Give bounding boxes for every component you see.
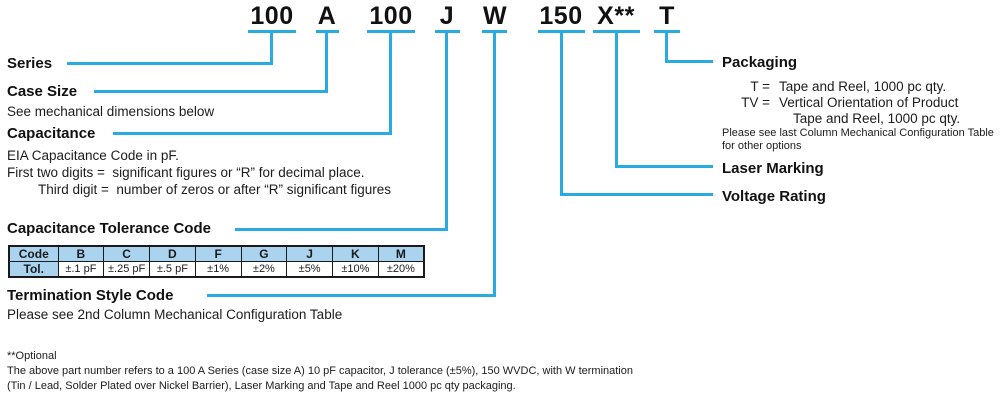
tolerance-value-g: ±2% — [240, 261, 288, 278]
laser-marking-connector-horizontal — [615, 165, 713, 168]
part-code-case-size: A — [317, 2, 337, 30]
packaging-option-t-code: T = — [750, 79, 770, 94]
tolerance-table: Code B C D F G J K M Tol. ±.1 pF ±.25 pF… — [8, 245, 425, 278]
tolerance-table-value-row: Tol. ±.1 pF ±.25 pF ±.5 pF ±1% ±2% ±5% ±… — [8, 261, 425, 278]
capacitance-label: Capacitance — [7, 125, 96, 142]
packaging-connector-vertical — [665, 30, 668, 63]
tolerance-value-j: ±5% — [286, 261, 333, 278]
part-code-tolerance: J — [439, 2, 455, 30]
part-code-capacitance: 100 — [369, 2, 413, 30]
footnote-line-2: (Tin / Lead, Solder Plated over Nickel B… — [7, 380, 516, 392]
capacitance-note-1: EIA Capacitance Code in pF. — [7, 148, 179, 163]
tolerance-connector-horizontal — [235, 228, 448, 231]
tolerance-value-d: ±.5 pF — [149, 261, 196, 278]
tolerance-connector-vertical — [445, 30, 448, 231]
part-code-termination: W — [482, 2, 508, 30]
case-size-connector-vertical — [325, 30, 328, 93]
case-size-label: Case Size — [7, 83, 78, 100]
tolerance-table-header-j: J — [286, 245, 333, 262]
packaging-connector-horizontal — [665, 60, 713, 63]
capacitance-connector-horizontal — [113, 132, 392, 135]
voltage-connector-horizontal — [560, 193, 713, 196]
laser-marking-connector-vertical — [615, 30, 618, 168]
packaging-option-t: T = Tape and Reel, 1000 pc qty. — [722, 79, 960, 95]
termination-style-label: Termination Style Code — [7, 287, 174, 304]
packaging-option-tv-code: TV = — [741, 95, 770, 110]
part-code-packaging: T — [659, 2, 675, 30]
packaging-note-1: Please see last Column Mechanical Config… — [722, 127, 994, 139]
tolerance-table-header-d: D — [149, 245, 196, 262]
tolerance-table-header-m: M — [377, 245, 425, 262]
part-code-laser-marking: X** — [597, 2, 635, 30]
case-size-note: See mechanical dimensions below — [7, 104, 215, 119]
laser-marking-label: Laser Marking — [722, 160, 824, 177]
part-code-voltage: 150 — [539, 2, 583, 30]
capacitance-note-3: Third digit = number of zeros or after “… — [38, 182, 392, 197]
voltage-connector-vertical — [560, 30, 563, 196]
tolerance-table-header-c: C — [103, 245, 150, 262]
tolerance-table-header-b: B — [57, 245, 105, 262]
tolerance-table-header-k: K — [332, 245, 379, 262]
tolerance-table-header-f: F — [194, 245, 242, 262]
voltage-rating-label: Voltage Rating — [722, 188, 826, 205]
footnote-optional: **Optional — [7, 350, 57, 362]
tolerance-value-f: ±1% — [194, 261, 242, 278]
tolerance-table-header-code: Code — [8, 245, 59, 262]
tolerance-value-k: ±10% — [332, 261, 379, 278]
tolerance-value-m: ±20% — [377, 261, 425, 278]
termination-style-note: Please see 2nd Column Mechanical Configu… — [7, 307, 343, 322]
tolerance-table-header-row: Code B C D F G J K M — [8, 245, 425, 262]
series-connector-vertical — [270, 30, 273, 65]
capacitance-tolerance-label: Capacitance Tolerance Code — [7, 220, 211, 237]
termination-connector-vertical — [493, 30, 496, 297]
packaging-label: Packaging — [722, 54, 798, 71]
termination-connector-horizontal — [207, 294, 496, 297]
tolerance-value-c: ±.25 pF — [103, 261, 150, 278]
packaging-options: T = Tape and Reel, 1000 pc qty. TV = Ver… — [722, 79, 960, 127]
packaging-note-2: for other options — [722, 140, 802, 152]
packaging-option-tv-continued: Tape and Reel, 1000 pc qty. — [793, 111, 961, 126]
case-size-connector-horizontal — [94, 90, 328, 93]
capacitance-connector-vertical — [389, 30, 392, 135]
packaging-option-tv: TV = Vertical Orientation of Product — [722, 95, 960, 111]
series-connector-horizontal — [67, 62, 273, 65]
footnote-line-1: The above part number refers to a 100 A … — [7, 365, 633, 377]
packaging-option-tv-text: Vertical Orientation of Product — [779, 95, 959, 110]
capacitance-note-2: First two digits = significant figures o… — [7, 165, 365, 180]
tolerance-row-label: Tol. — [8, 261, 59, 278]
part-code-series: 100 — [250, 2, 294, 30]
series-label: Series — [7, 55, 53, 72]
tolerance-value-b: ±.1 pF — [57, 261, 105, 278]
tolerance-table-header-g: G — [240, 245, 288, 262]
packaging-option-t-text: Tape and Reel, 1000 pc qty. — [779, 79, 947, 94]
